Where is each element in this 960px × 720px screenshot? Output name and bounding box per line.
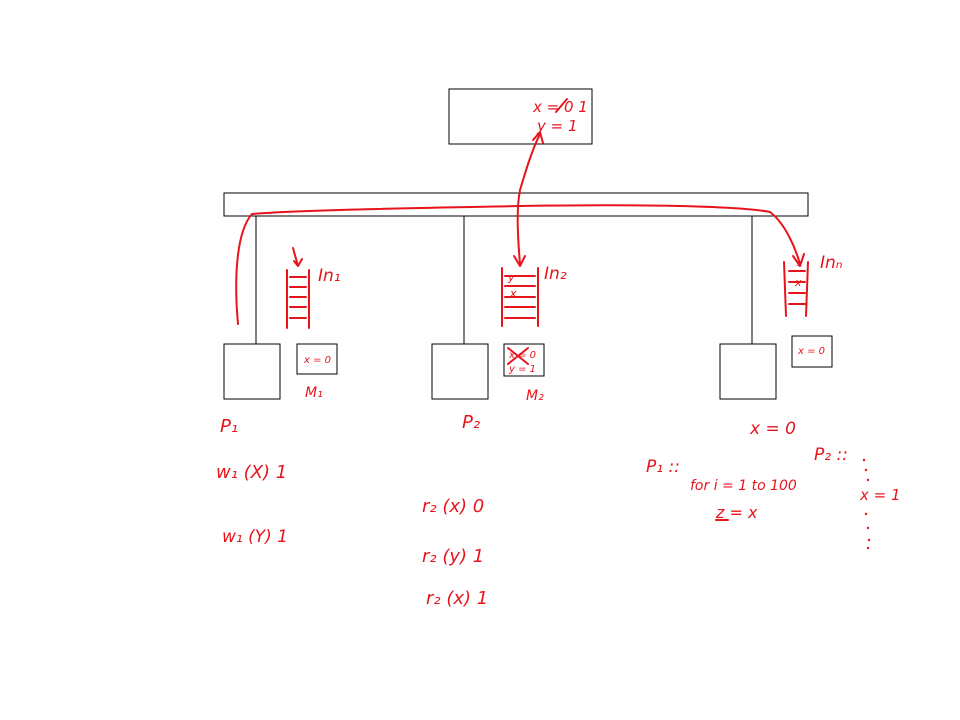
- queue-2-arrow-icon: [513, 255, 526, 267]
- p2-label: P₂: [462, 412, 480, 433]
- input-queue-n: [783, 261, 809, 317]
- p1-op-2: w₁ (Y) 1: [222, 527, 288, 547]
- program-p2-continuation-dots: [862, 458, 871, 550]
- processor-p2-box: [431, 343, 489, 400]
- local-memory-mn: [791, 335, 833, 368]
- m2-cache-y-value: y = 1: [508, 364, 536, 375]
- queue-1-label: In₁: [318, 266, 341, 286]
- p2-op-1: r₂ (x) 0: [422, 496, 484, 517]
- shared-memory-box: [448, 88, 593, 145]
- queue-2-entry-y: y: [507, 271, 515, 284]
- m1-cache-value: x = 0: [303, 355, 331, 366]
- program-p2-label: P₂ ::: [814, 445, 848, 465]
- queue-n-label: Inₙ: [820, 253, 843, 273]
- memory-y-value: y = 1: [536, 117, 578, 135]
- mn-cache-value: x = 0: [797, 346, 825, 357]
- program-p1-assign: z = x: [715, 503, 758, 522]
- queue-1-arrow-icon: [292, 247, 303, 267]
- m2-cache-x-strikeout: [507, 347, 529, 365]
- input-queue-2: [501, 267, 539, 327]
- queue-2-label: In₂: [544, 264, 567, 284]
- program-p1-label: P₁ ::: [646, 457, 680, 477]
- broadcast-path: [235, 204, 801, 325]
- m2-cache-x-value: x = 0: [508, 350, 536, 361]
- program-p2-assign: x = 1: [859, 486, 901, 504]
- m2-label: M₂: [526, 388, 544, 404]
- pn-x-label: x = 0: [749, 419, 796, 439]
- memory-x-strikeout: [555, 98, 568, 113]
- queue-n-entry-x: x: [794, 276, 802, 289]
- processor-p1-box: [223, 343, 281, 400]
- p2-op-3: r₂ (x) 1: [426, 588, 488, 609]
- p2-op-2: r₂ (y) 1: [422, 546, 484, 567]
- processor-pn-box: [719, 343, 777, 400]
- m1-label: M₁: [305, 385, 323, 401]
- input-queue-1: [286, 247, 310, 329]
- p1-op-1: w₁ (X) 1: [216, 462, 287, 483]
- interconnect-bus: [223, 192, 809, 217]
- memory-update-path: [516, 133, 541, 265]
- queue-2-entry-x: x: [509, 287, 517, 300]
- program-p1-loop: for i = 1 to 100: [690, 478, 797, 494]
- memory-update-arrow-icon: [532, 131, 544, 144]
- local-memory-m1: [296, 343, 338, 375]
- broadcast-arrow-icon: [792, 253, 805, 267]
- p1-label: P₁: [220, 416, 238, 437]
